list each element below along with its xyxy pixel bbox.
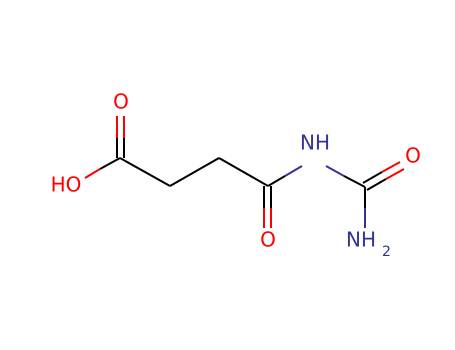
atom-amine-subscript: 2 xyxy=(382,244,391,260)
bond-c5-o-double-a-red xyxy=(381,161,401,173)
bond-c3-c4 xyxy=(218,157,269,187)
atom-oxygen-amide: O xyxy=(260,228,276,252)
atom-oxygen-urea: O xyxy=(405,144,421,168)
atom-hydroxyl: HO xyxy=(51,173,82,197)
bond-c5-o-double-b-red xyxy=(385,168,405,180)
bond-c4-nh-black xyxy=(267,175,286,187)
atom-oxygen-acid-carbonyl: O xyxy=(113,90,129,114)
atom-labels: O HO NH O O NH 2 xyxy=(51,90,421,261)
bond-nh-c5-black xyxy=(343,175,366,188)
bond-c5-o-double-a xyxy=(362,171,383,184)
bond-c1-c2 xyxy=(119,157,171,187)
atom-nh: NH xyxy=(300,131,330,155)
bond-c5-o-double-b xyxy=(366,178,387,191)
bond-c4-nh-blue xyxy=(284,165,303,177)
bond-lines xyxy=(84,116,405,228)
bond-c2-c3 xyxy=(169,157,220,187)
atom-amine: NH xyxy=(346,228,376,252)
bond-nh-c5-blue xyxy=(325,165,345,177)
bond-ho-c1-black xyxy=(99,157,121,170)
bond-ho-c1-red xyxy=(84,168,101,179)
